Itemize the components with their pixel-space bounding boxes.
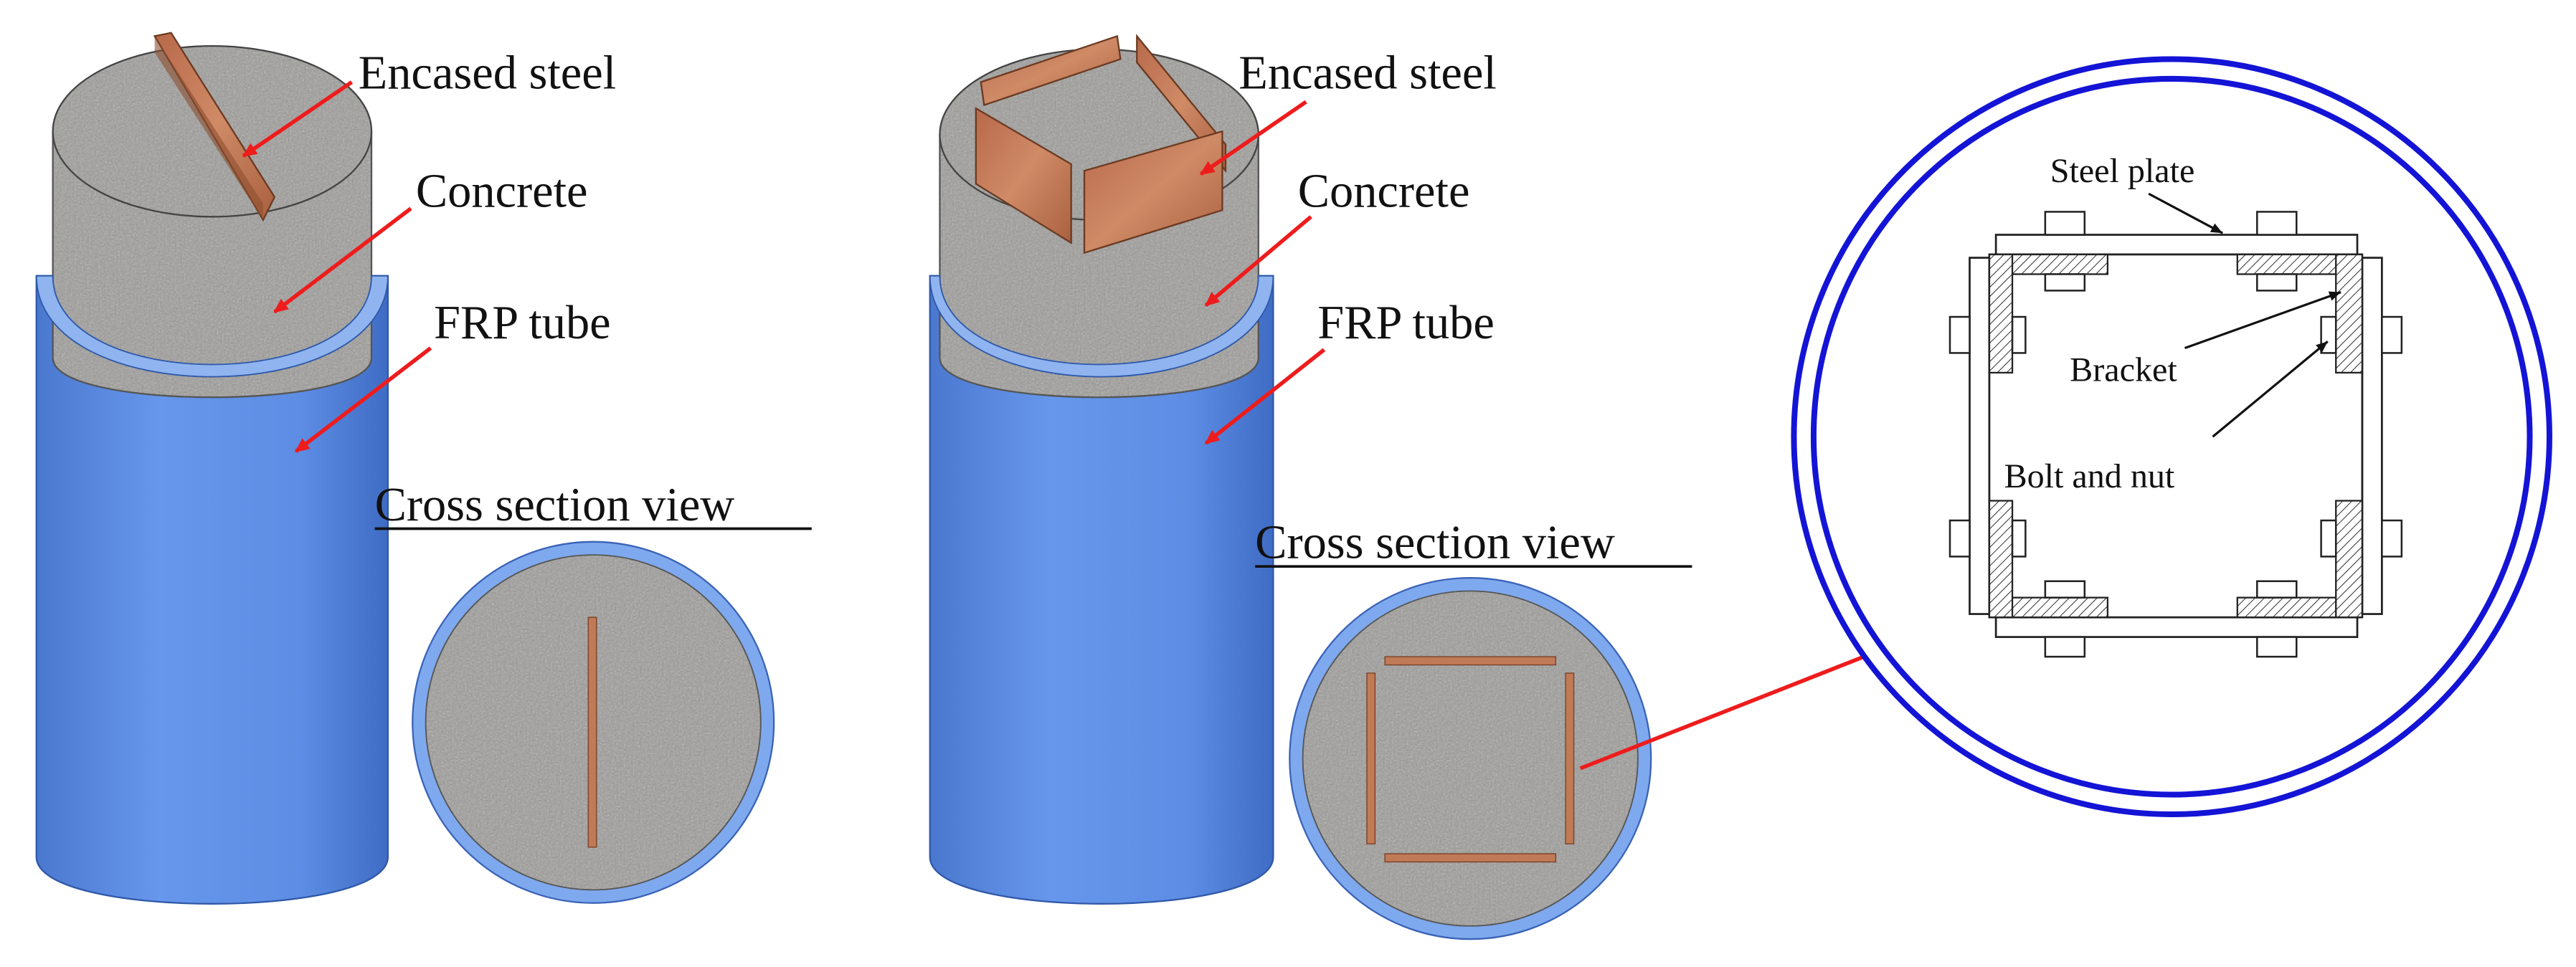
label-frp-tube-2: FRP tube	[1317, 297, 1495, 349]
label-steel-plate: Steel plate	[2050, 152, 2195, 190]
bracket-br-v	[2335, 500, 2364, 619]
detail-view: Steel plate Bracket Bolt and nut	[1791, 56, 2552, 818]
label-bolt-and-nut: Bolt and nut	[2004, 457, 2175, 495]
bolt-top-right-outer	[2256, 211, 2298, 236]
label-concrete-1: Concrete	[416, 166, 588, 218]
label-cross-section-view-1: Cross section view	[375, 479, 735, 531]
frp-tube-1	[35, 275, 389, 905]
cross-section-2-steel-top	[1384, 656, 1557, 666]
bolt-top-right-inner	[2256, 273, 2298, 292]
bracket-tl-v	[1988, 253, 2014, 374]
label-cross-section-view-2: Cross section view	[1255, 517, 1615, 569]
cross-section-2-steel-left	[1366, 672, 1376, 844]
label-encased-steel-1: Encased steel	[359, 47, 617, 100]
encased-steel-plate-1	[153, 32, 276, 222]
cross-section-2	[1289, 577, 1652, 940]
bolt-left-bottom-inner	[2011, 519, 2027, 558]
steel-plate-bottom	[1994, 616, 2359, 639]
arrow-steel-plate	[2148, 192, 2223, 234]
detail-ring-inner	[1810, 75, 2533, 798]
detail-bolts	[1948, 211, 2403, 658]
bracket-bl-v	[1988, 500, 2014, 619]
label-frp-tube-1: FRP tube	[434, 297, 611, 349]
arrow-concrete-2	[1204, 215, 1312, 308]
bolt-top-left-outer	[2044, 211, 2086, 236]
bolt-top-left-inner	[2044, 273, 2086, 292]
label-bracket: Bracket	[2070, 351, 2177, 389]
bolt-left-top-inner	[2011, 315, 2027, 354]
frp-rim-1	[35, 275, 389, 378]
cross-section-2-steel-bottom	[1384, 853, 1557, 863]
bolt-right-top-outer	[2381, 315, 2403, 354]
arrow-bracket	[2184, 291, 2341, 350]
bolt-left-bottom-outer	[1948, 519, 1971, 558]
frp-tube-2	[929, 275, 1274, 905]
bolt-right-top-inner	[2320, 315, 2337, 354]
bracket-tr-v	[2335, 253, 2364, 374]
frp-rim-2	[929, 275, 1274, 378]
column-2-group: Encased steel Concrete FRP tube Cross se…	[929, 34, 1961, 940]
encased-steel-box-2	[975, 34, 1227, 254]
cross-section-1-steel	[587, 616, 597, 848]
arrow-encased-steel-2	[1199, 100, 1307, 176]
detail-steel-plates	[1969, 234, 2383, 639]
cross-section-1	[412, 540, 775, 904]
bolt-bottom-left-outer	[2044, 636, 2086, 658]
bolt-left-top-outer	[1948, 315, 1971, 354]
label-concrete-2: Concrete	[1298, 166, 1470, 218]
bolt-right-bottom-outer	[2381, 519, 2403, 558]
bolt-right-bottom-inner	[2320, 519, 2337, 558]
detail-inner-frame	[1988, 253, 2364, 619]
bolt-bottom-right-outer	[2256, 636, 2298, 658]
bolt-bottom-left-inner	[2044, 580, 2086, 599]
column-1-group: Encased steel Concrete FRP tube Cross se…	[35, 32, 812, 905]
arrow-concrete-1	[273, 206, 412, 314]
bolt-bottom-right-inner	[2256, 580, 2298, 599]
cross-section-2-steel-right	[1565, 672, 1575, 844]
cross-section-2-concrete	[1302, 590, 1639, 927]
arrow-encased-steel-1	[242, 80, 354, 158]
arrow-frp-tube-1	[294, 346, 432, 454]
arrow-frp-tube-2	[1204, 348, 1326, 445]
steel-plate-right	[2361, 257, 2383, 615]
steel-plate-top	[1994, 234, 2359, 256]
steel-plate-left	[1969, 257, 1991, 615]
arrow-bolt-and-nut	[2212, 340, 2329, 438]
label-encased-steel-2: Encased steel	[1239, 47, 1497, 100]
detail-brackets	[1988, 253, 2364, 619]
